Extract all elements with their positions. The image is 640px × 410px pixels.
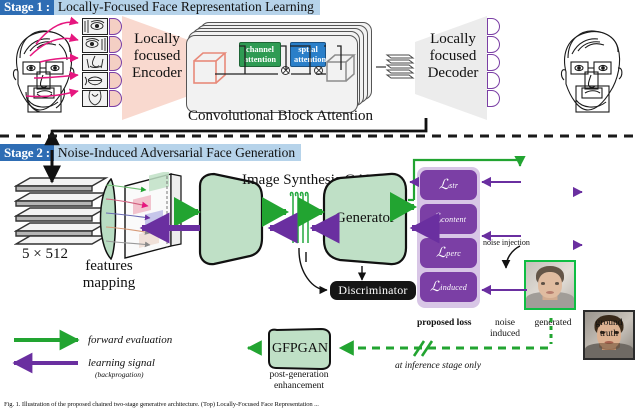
decoder-trap — [487, 54, 500, 71]
stage2-header: Stage 2 : Noise-Induced Adversarial Face… — [0, 144, 302, 161]
latent-plane — [123, 170, 185, 265]
feature-slab-stack — [13, 174, 110, 251]
cbam-module: channel attention sptial attention — [186, 22, 376, 114]
encoder-trap — [109, 90, 122, 107]
features-mapping-line: features — [85, 258, 133, 274]
encoder-cone — [122, 16, 194, 125]
multiply-node-spatial — [314, 66, 323, 75]
decoder-trapezoid-column — [487, 18, 500, 107]
multiply-node-channel — [281, 66, 290, 75]
gfpgan-caption-line: post-generation — [269, 370, 329, 380]
cbam-label: Convolutional Block Attention — [188, 108, 373, 124]
spatial-attention-chip: sptial attention — [290, 42, 326, 67]
patch-eye-right — [82, 18, 108, 35]
gfpgan-block — [263, 327, 335, 375]
column-label-generated: generated — [534, 318, 572, 328]
stage1-title: Locally-Focused Face Representation Lear… — [53, 0, 320, 15]
feature-mapping-lens — [93, 177, 119, 265]
gan-encoder-trapezoid — [196, 172, 266, 271]
encoder-label: Locally focused Encoder — [126, 31, 188, 82]
gan-latent-bars — [288, 190, 310, 253]
figure-caption: Fig. 1. Illustration of the proposed cha… — [4, 401, 319, 408]
stage1-tag: Stage 1 : — [0, 0, 54, 15]
legend-forward-label: forward evaluation — [88, 334, 173, 346]
loss-sub: str — [449, 180, 459, 190]
stage1-header: Stage 1 : Locally-Focused Face Represent… — [0, 0, 320, 15]
local-patch-column — [82, 18, 108, 107]
decoder-cone — [415, 16, 487, 125]
features-mapping-label: features mapping — [78, 258, 140, 292]
patch-chin — [82, 90, 108, 107]
cbam-output-cube — [326, 54, 358, 91]
stage2-title: Noise-Induced Adversarial Face Generatio… — [53, 144, 302, 161]
channel-attention-chip: channel attention — [239, 42, 281, 67]
column-label-proposed-loss: proposed loss — [417, 318, 472, 328]
loss-sub: content — [441, 214, 467, 224]
discriminator-block: Discriminator — [330, 281, 416, 300]
encoder-label-line: focused — [133, 48, 181, 64]
patch-nose — [82, 54, 108, 71]
encoder-label-line: Locally — [134, 31, 180, 47]
features-mapping-line: mapping — [82, 275, 136, 291]
legend-learning-label: learning signal — [88, 357, 155, 369]
gfpgan-caption-line: enhancement — [273, 381, 325, 391]
generator-label: Generator — [335, 210, 395, 226]
decoder-trap — [487, 72, 500, 89]
patch-mouth — [82, 72, 108, 89]
encoder-trap — [109, 54, 122, 71]
encoder-label-line: Encoder — [132, 65, 182, 81]
gfpgan-caption: post-generation enhancement — [256, 370, 342, 392]
encoder-trapezoid-column — [109, 18, 122, 107]
inference-note: at inference stage only — [395, 361, 481, 371]
generator-block — [320, 172, 410, 271]
legend-learning-sublabel: (backprogation) — [95, 370, 144, 379]
patch-eye-left — [82, 36, 108, 53]
gfpgan-label: GFPGAN — [272, 341, 329, 356]
decoder-label-line: focused — [429, 48, 477, 64]
encoder-trap — [109, 18, 122, 35]
feature-dims-label: 5 × 512 — [22, 246, 68, 262]
loss-sub: induced — [440, 282, 468, 292]
decoder-label-line: Locally — [430, 31, 476, 47]
latent-slab-stack — [385, 51, 415, 88]
decoder-trap — [487, 18, 500, 35]
loss-sub: perc — [446, 248, 461, 258]
encoder-trap — [109, 36, 122, 53]
reconstructed-face-illustration — [548, 18, 632, 120]
decoder-trap — [487, 90, 500, 107]
cbam-input-cube — [193, 52, 229, 93]
noise-injection-label: noise injection — [483, 238, 530, 247]
decoder-label: Locally focused Decoder — [420, 31, 486, 82]
decoder-label-line: Decoder — [427, 65, 479, 81]
stage2-tag: Stage 2 : — [0, 144, 54, 161]
generated-face-1 — [524, 260, 576, 310]
source-face-illustration — [4, 18, 84, 118]
encoder-trap — [109, 72, 122, 89]
ground-truth-face-1 — [583, 310, 635, 360]
decoder-trap — [487, 36, 500, 53]
